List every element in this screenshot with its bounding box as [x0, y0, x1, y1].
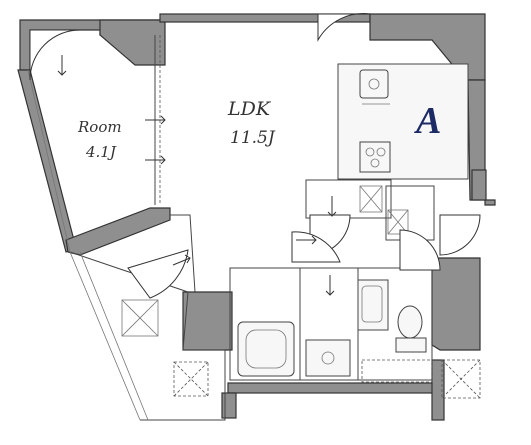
- kitchen-counter: [337, 63, 469, 180]
- fixtures: [121, 69, 481, 399]
- wall-right-lower: [471, 169, 487, 201]
- type-label: A: [414, 100, 441, 142]
- wall-bottom: [227, 382, 444, 394]
- door-entrance: [439, 214, 481, 256]
- wall-pillar-top: [99, 19, 166, 66]
- storage-marks: [121, 299, 481, 399]
- kitchen-stove: [359, 141, 391, 173]
- door-wash: [399, 229, 441, 271]
- toilet: [395, 305, 427, 353]
- door-room: [127, 249, 189, 299]
- room-size-room: 4.1J: [85, 143, 117, 161]
- wash-basin: [357, 279, 389, 331]
- washing-machine-pan: [305, 339, 351, 377]
- doors: [29, 13, 481, 299]
- room-name-room: Room: [77, 118, 122, 136]
- wall-bottom-block: [182, 291, 233, 351]
- wall-room-left: [17, 69, 77, 253]
- wall-bottom-left: [221, 392, 237, 419]
- wall-bottom-right: [431, 359, 445, 421]
- bathtub: [237, 321, 295, 377]
- kitchen-sink: [359, 69, 390, 105]
- room-name-ldk: LDK: [227, 98, 272, 120]
- door-ldk-top: [317, 13, 371, 42]
- wall-room-bottom: [65, 207, 171, 256]
- room-labels: LDK 11.5J Room 4.1J: [77, 98, 276, 161]
- room-size-ldk: 11.5J: [230, 128, 276, 148]
- wall-lower-right-block: [431, 257, 481, 351]
- door-hall: [291, 231, 341, 263]
- door-room-top: [29, 29, 81, 81]
- direction-arrows: [57, 55, 337, 296]
